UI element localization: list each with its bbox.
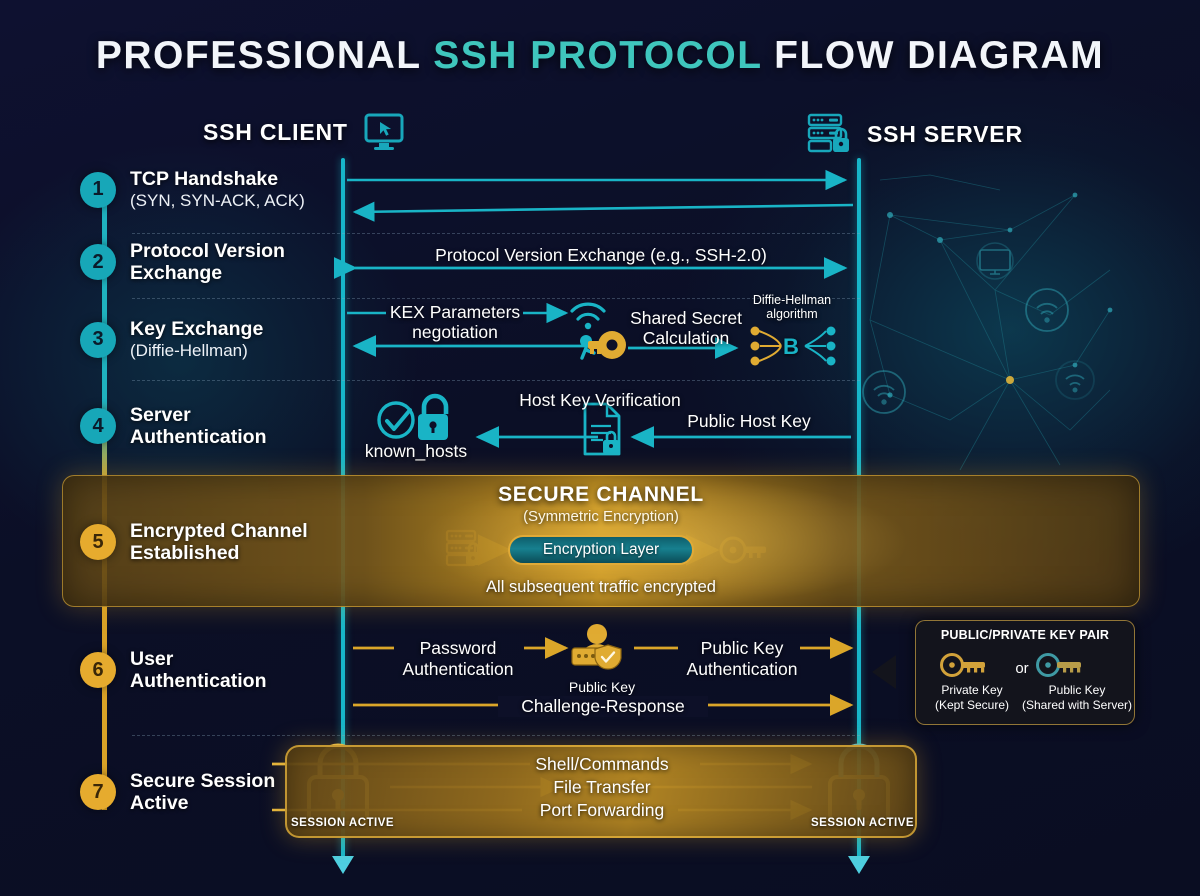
monitor-cursor-icon (364, 113, 404, 150)
step-5-subtitle: Established (130, 542, 240, 565)
session-active-tag-left: SESSION ACTIVE (291, 817, 395, 829)
step-3[interactable]: 3 Key Exchange (Diffie-Hellman) (80, 318, 263, 362)
step-4-subtitle: Authentication (130, 426, 267, 449)
step-4-number: 4 (80, 408, 116, 445)
row-separator-4 (132, 735, 860, 736)
step-2[interactable]: 2 Protocol Version Exchange (80, 240, 285, 285)
dh-letter-b: B (783, 334, 799, 359)
publickey-auth-line1: Public Key (700, 638, 784, 658)
step-5-title: Encrypted Channel (130, 520, 308, 542)
dh-algorithm-label-line2: algorithm (766, 307, 818, 321)
step-3-number: 3 (80, 321, 116, 358)
step-7-subtitle: Active (130, 792, 189, 815)
step-5[interactable]: 5 Encrypted Channel Established (80, 520, 308, 565)
keypair-callout-pointer (872, 655, 896, 689)
step-3-title: Key Exchange (130, 318, 264, 340)
encryption-layer-tube: Encryption Layer (508, 535, 694, 565)
session-channel-1: File Transfer (553, 777, 651, 797)
row-separator-2 (132, 298, 860, 299)
secure-channel-subtitle: (Symmetric Encryption) (523, 508, 679, 525)
client-endpoint-header: SSH CLIENT (203, 112, 406, 152)
client-label: SSH CLIENT (203, 118, 348, 145)
session-active-box (285, 745, 917, 838)
host-key-document-icon (583, 402, 621, 456)
title-suffix: FLOW DIAGRAM (761, 34, 1105, 77)
public-key-caption-line2: (Shared with Server) (1021, 698, 1133, 712)
password-auth-line2: Authentication (402, 659, 514, 679)
step-6-subtitle: Authentication (130, 670, 267, 693)
password-auth-line1: Password (419, 638, 497, 658)
step-4-title: Server (130, 404, 191, 426)
key-exchange-person-icon (570, 302, 626, 360)
step-6-number: 6 (80, 652, 116, 689)
step-2-title: Protocol Version (130, 240, 285, 262)
client-lifeline-end-arrow (332, 856, 354, 874)
step-1-title: TCP Handshake (130, 168, 279, 190)
title-accent: SSH PROTOCOL (433, 34, 762, 77)
challenge-response-line2: Challenge-Response (498, 696, 708, 717)
server-lifeline-end-arrow (848, 856, 870, 874)
step-3-shared-secret-line1: Shared Secret (630, 308, 742, 328)
step-4[interactable]: 4 Server Authentication (80, 404, 267, 449)
public-key-caption-line1: Public Key (1048, 683, 1106, 697)
session-channel-0: Shell/Commands (535, 754, 669, 774)
step-2-number: 2 (80, 244, 116, 281)
row-separator-3 (132, 380, 860, 381)
step-3-kex-label-line2: negotiation (412, 322, 498, 342)
dh-algorithm-label-line1: Diffie-Hellman (752, 293, 832, 307)
page-title: PROFESSIONAL SSH PROTOCOL FLOW DIAGRAM (0, 34, 1200, 78)
keypair-legend-box (915, 620, 1135, 725)
step-1-subtitle: (SYN, SYN-ACK, ACK) (130, 191, 305, 211)
private-key-icon (940, 653, 985, 677)
session-active-tag-right: SESSION ACTIVE (811, 817, 915, 829)
step-7-title: Secure Session (130, 770, 276, 792)
known-hosts-lock-icon (418, 393, 449, 440)
public-key-icon (1036, 653, 1081, 677)
step-7[interactable]: 7 Secure Session Active (80, 770, 275, 815)
keypair-legend-title: PUBLIC/PRIVATE KEY PAIR (940, 628, 1110, 642)
step-3-kex-label-line1: KEX Parameters (389, 302, 521, 322)
step-5-number: 5 (80, 524, 116, 561)
step-2-flow-label: Protocol Version Exchange (e.g., SSH-2.0… (435, 245, 767, 265)
step-3-subtitle: (Diffie-Hellman) (130, 341, 248, 361)
keypair-or-label: or (1015, 660, 1029, 677)
user-auth-icon (571, 624, 622, 670)
private-key-caption-line2: (Kept Secure) (934, 698, 1010, 712)
known-hosts-label: known_hosts (364, 441, 468, 461)
title-prefix: PROFESSIONAL (95, 34, 434, 77)
step-3-shared-secret-line2: Calculation (642, 328, 730, 348)
secure-channel-footer: All subsequent traffic encrypted (486, 578, 716, 596)
step-1[interactable]: 1 TCP Handshake (SYN, SYN-ACK, ACK) (80, 168, 305, 212)
server-endpoint-header: SSH SERVER (805, 112, 1023, 156)
encryption-layer-label: Encryption Layer (542, 541, 660, 558)
step-7-number: 7 (80, 774, 116, 811)
session-channel-2: Port Forwarding (539, 800, 665, 820)
server-lock-icon (807, 113, 849, 153)
step-6[interactable]: 6 User Authentication (80, 648, 267, 693)
row-separator-1 (132, 233, 860, 234)
host-key-verification-label: Host Key Verification (519, 390, 681, 410)
step-1-number: 1 (80, 171, 116, 208)
keypair-icons (940, 653, 1081, 677)
challenge-response-line1: Public Key (568, 679, 636, 695)
step-2-subtitle: Exchange (130, 262, 223, 285)
server-label: SSH SERVER (867, 120, 1023, 147)
step-1-arrows (347, 169, 854, 222)
public-host-key-label: Public Host Key (687, 411, 811, 431)
private-key-caption-line1: Private Key (941, 683, 1003, 697)
step-6-title: User (130, 648, 174, 670)
secure-channel-title: SECURE CHANNEL (498, 483, 704, 506)
publickey-auth-line2: Authentication (686, 659, 798, 679)
known-hosts-check-icon (377, 401, 415, 439)
